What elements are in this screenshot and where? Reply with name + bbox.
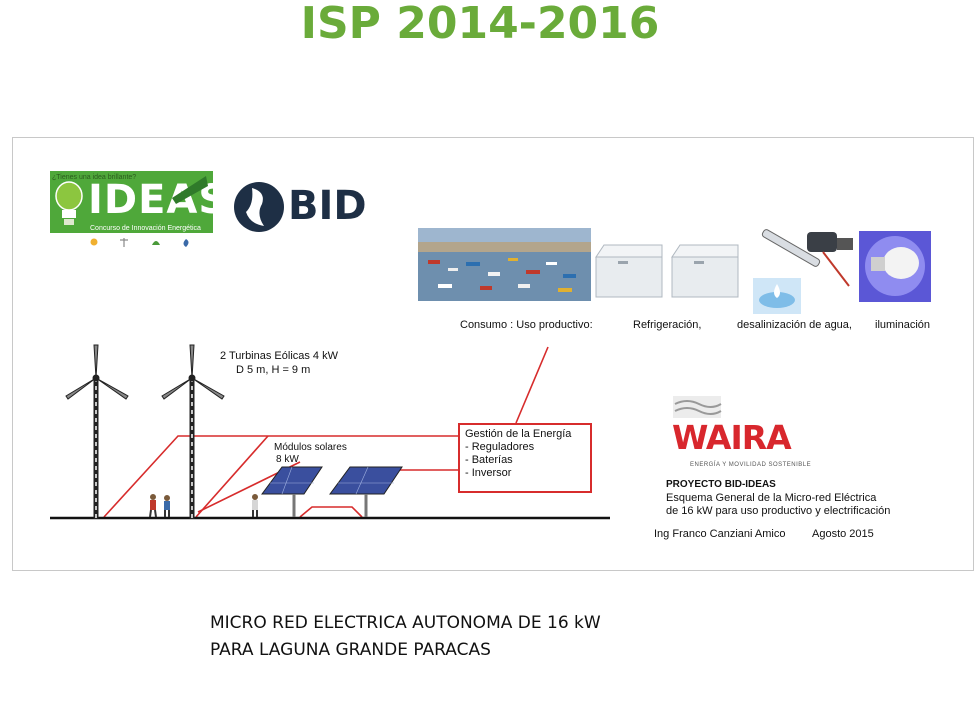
waira-waves-icon — [673, 396, 722, 418]
project-title: PROYECTO BID-IDEAS — [666, 479, 776, 490]
wind-turbine-2 — [161, 344, 225, 519]
person-1 — [149, 494, 157, 518]
caption-line-1: MICRO RED ELECTRICA AUTONOMA DE 16 kW — [210, 613, 601, 633]
chest-freezer-1 — [595, 244, 663, 298]
lighting-label: iluminación — [875, 319, 931, 331]
solar-power-label: 8 kW — [276, 454, 299, 465]
power-wiring — [103, 346, 549, 518]
wind-turbines-label: 2 Turbinas Eólicas 4 kW — [220, 350, 338, 362]
slide-title: ISP 2014-2016 — [300, 0, 660, 49]
ideas-tagline: ¿Tienes una idea brillante? — [52, 174, 137, 181]
caption-line-2: PARA LAGUNA GRANDE PARACAS — [210, 640, 491, 660]
person-3 — [252, 494, 258, 517]
energy-management-box: Gestión de la Energía - Reguladores - Ba… — [458, 423, 592, 493]
solar-panel-1 — [261, 466, 323, 517]
ideas-subtitle: Concurso de Innovación Energética — [90, 225, 201, 232]
solar-modules-label: Módulos solares — [274, 442, 347, 453]
water-splash-icon — [753, 278, 801, 314]
desalination-unit — [761, 229, 853, 287]
energy-item-batteries: - Baterías — [465, 454, 513, 466]
energy-management-title: Gestión de la Energía — [465, 428, 572, 440]
energy-icons-row — [90, 238, 189, 247]
project-date: Agosto 2015 — [812, 528, 874, 540]
slide-caption: MICRO RED ELECTRICA AUTONOMA DE 16 kW PA… — [210, 610, 601, 664]
waira-wordmark: WAIRA — [672, 418, 792, 457]
harbor-boats-photo — [418, 228, 591, 301]
wind-turbines-dimensions: D 5 m, H = 9 m — [236, 364, 311, 376]
consumption-label: Consumo : Uso productivo: — [460, 319, 593, 331]
slide-title-clip: ISP 2014-2016 — [0, 0, 960, 46]
waira-subtitle: ENERGÍA Y MOVILIDAD SOSTENIBLE — [690, 462, 812, 468]
project-description-2: de 16 kW para uso productivo y electrifi… — [666, 505, 891, 517]
solar-panel-2 — [329, 466, 403, 517]
bid-globe-icon — [234, 182, 284, 232]
energy-item-regulators: - Reguladores — [465, 441, 535, 453]
wind-turbine-1 — [65, 344, 129, 519]
person-2 — [164, 495, 170, 517]
project-author: Ing Franco Canziani Amico — [654, 528, 786, 540]
led-bulb-icon — [859, 231, 931, 302]
project-description-1: Esquema General de la Micro-red Eléctric… — [666, 492, 877, 504]
energy-item-inverter: - Inversor — [465, 467, 512, 479]
contest-badge-icon — [172, 176, 208, 204]
refrigeration-label: Refrigeración, — [633, 319, 702, 331]
bid-wordmark: BID — [288, 183, 367, 229]
lightbulb-icon — [55, 181, 83, 225]
desalination-label: desalinización de agua, — [737, 319, 852, 331]
chest-freezer-2 — [671, 244, 739, 298]
